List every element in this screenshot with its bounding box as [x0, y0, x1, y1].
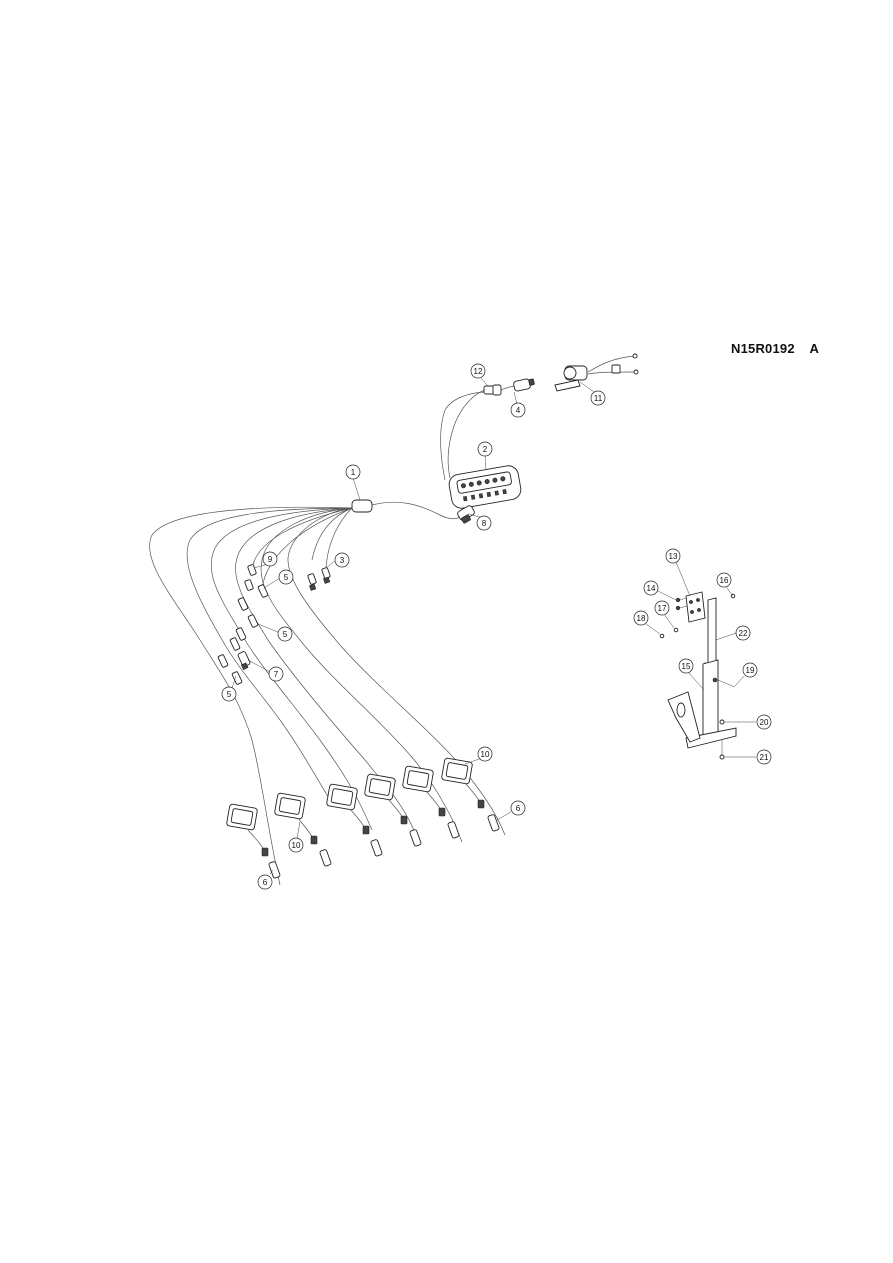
callout-22: 22	[735, 625, 751, 641]
svg-text:6: 6	[263, 878, 268, 887]
svg-text:2: 2	[483, 445, 488, 454]
sensor-module	[402, 765, 446, 817]
callout-13: 13	[665, 548, 681, 564]
svg-text:8: 8	[482, 519, 487, 528]
wiring-harness	[149, 389, 506, 886]
svg-text:9: 9	[268, 555, 273, 564]
reference-code: N15R0192	[731, 341, 795, 356]
power-cable-plug	[483, 384, 502, 396]
svg-text:17: 17	[658, 604, 667, 613]
callouts: 1 2 3 4 5 5 5 6 6 7 8 9 10 10 11 12 13 1…	[221, 363, 772, 890]
callout-15: 15	[678, 658, 694, 674]
svg-text:16: 16	[720, 576, 729, 585]
control-console	[448, 465, 522, 509]
svg-text:18: 18	[637, 614, 646, 623]
sensor-module	[274, 792, 318, 845]
callout-12: 12	[470, 363, 486, 379]
svg-text:3: 3	[340, 556, 345, 565]
console-buttons	[460, 476, 507, 502]
callout-leaders	[231, 377, 756, 875]
callout-2: 2	[477, 441, 493, 457]
callout-16: 16	[716, 572, 732, 588]
callout-18: 18	[633, 610, 649, 626]
callout-10a: 10	[477, 746, 493, 762]
svg-text:22: 22	[739, 629, 748, 638]
svg-text:14: 14	[647, 584, 656, 593]
sensor-module	[441, 757, 485, 809]
svg-text:10: 10	[292, 841, 301, 850]
svg-text:11: 11	[594, 394, 603, 403]
callout-5b: 5	[277, 626, 293, 642]
svg-text:7: 7	[274, 670, 279, 679]
svg-text:21: 21	[760, 753, 769, 762]
callout-10b: 10	[288, 837, 304, 853]
mounting-bracket-assembly	[659, 591, 737, 760]
callout-1: 1	[345, 464, 361, 480]
svg-text:6: 6	[516, 804, 521, 813]
cigarette-lighter-plug	[500, 378, 535, 392]
callout-7: 7	[268, 666, 284, 682]
callout-17: 17	[654, 600, 670, 616]
revision-letter: A	[809, 341, 820, 356]
sensor-module	[364, 773, 408, 825]
callout-21: 21	[756, 749, 772, 765]
console-connector	[457, 505, 475, 524]
callout-11: 11	[590, 390, 606, 406]
svg-text:20: 20	[760, 718, 769, 727]
callout-14: 14	[643, 580, 659, 596]
callout-5a: 5	[278, 569, 294, 585]
sensor-module	[226, 803, 269, 857]
svg-text:5: 5	[284, 573, 289, 582]
svg-text:1: 1	[351, 468, 356, 477]
callout-3: 3	[334, 552, 350, 568]
svg-text:12: 12	[474, 367, 483, 376]
svg-text:10: 10	[481, 750, 490, 759]
sensor-modules	[226, 757, 485, 857]
callout-5c: 5	[221, 686, 237, 702]
power-socket-assembly	[554, 353, 639, 392]
callout-19: 19	[742, 662, 758, 678]
svg-text:15: 15	[682, 662, 691, 671]
svg-text:19: 19	[746, 666, 755, 675]
svg-text:13: 13	[669, 552, 678, 561]
inline-connectors	[217, 564, 331, 685]
callout-4: 4	[510, 402, 526, 418]
callout-9: 9	[262, 551, 278, 567]
callout-8: 8	[476, 515, 492, 531]
svg-text:5: 5	[227, 690, 232, 699]
sensor-module	[326, 783, 370, 835]
sensor-plugs	[268, 814, 500, 879]
callout-6a: 6	[257, 874, 273, 890]
drawing-reference: N15R0192 A	[731, 341, 819, 356]
svg-text:5: 5	[283, 630, 288, 639]
callout-20: 20	[756, 714, 772, 730]
callout-6b: 6	[510, 800, 526, 816]
harness-junction-sleeve	[351, 499, 373, 513]
svg-text:4: 4	[516, 406, 521, 415]
